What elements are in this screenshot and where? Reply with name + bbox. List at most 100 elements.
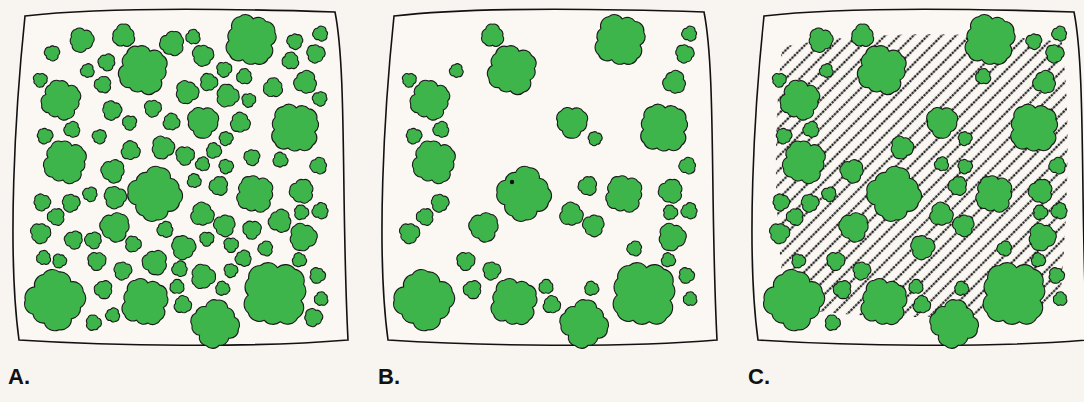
tree-crown — [258, 241, 273, 256]
tree-crown — [307, 45, 326, 63]
tree-crown — [192, 264, 216, 288]
tree-crown — [780, 80, 820, 120]
panel-label: A. — [8, 364, 30, 390]
tree-crown — [217, 84, 239, 107]
tree-crown — [861, 279, 907, 325]
tree-crown — [613, 263, 675, 325]
tree-crown — [1052, 26, 1067, 41]
tree-crown — [47, 209, 64, 226]
tree-crown — [1033, 70, 1056, 93]
tree-crown — [664, 205, 678, 219]
tree-crown — [216, 281, 230, 295]
tree-crown — [606, 176, 642, 212]
tree-crown — [243, 221, 261, 239]
tree-crown — [958, 132, 972, 146]
stump-dot — [510, 180, 514, 184]
tree-crown — [268, 209, 291, 232]
tree-crown — [85, 232, 102, 249]
panel-label: B. — [378, 364, 400, 390]
tree-crown — [1046, 45, 1065, 63]
tree-crown — [819, 64, 833, 78]
tree-crown — [118, 46, 167, 95]
tree-crown — [152, 136, 175, 159]
tree-crown — [176, 147, 195, 165]
tree-crown — [191, 300, 240, 349]
tree-crown — [172, 261, 187, 277]
tree-crown — [34, 194, 51, 211]
tree-crown — [64, 231, 82, 249]
tree-crown — [187, 174, 201, 188]
tree-crown — [200, 232, 214, 246]
tree-crown — [191, 202, 215, 225]
tree-crown — [188, 107, 219, 138]
tree-crown — [88, 253, 106, 271]
tree-crown — [123, 116, 137, 130]
tree-crown — [176, 80, 199, 103]
tree-crown — [682, 26, 697, 41]
tree-crown — [174, 296, 192, 313]
tree-crown — [661, 253, 675, 267]
tree-crown — [62, 194, 80, 212]
tree-crown — [230, 112, 250, 132]
tree-crown — [543, 296, 561, 313]
tree-crown — [209, 177, 228, 196]
tree-crown — [449, 64, 463, 78]
tree-crown — [70, 28, 94, 52]
tree-crown — [201, 73, 218, 90]
tree-crown — [952, 215, 974, 237]
tree-crown — [242, 94, 256, 108]
tree-crown — [809, 28, 833, 52]
tree-crown — [282, 52, 299, 69]
tree-crown — [769, 224, 789, 244]
tree-crown — [1049, 268, 1064, 284]
tree-crown — [857, 46, 906, 95]
tree-crown — [909, 279, 923, 293]
tree-crown — [557, 107, 588, 138]
tree-crown — [213, 215, 235, 237]
tree-crown — [927, 107, 958, 138]
tree-crown — [43, 141, 86, 184]
plot-outline — [752, 9, 1084, 345]
tree-crown — [219, 159, 234, 174]
tree-crown — [676, 45, 695, 63]
tree-crown — [290, 223, 317, 250]
tree-crown — [833, 281, 851, 299]
tree-crown — [683, 292, 696, 306]
tree-crown — [679, 268, 694, 284]
tree-crown — [121, 141, 140, 160]
tree-crown — [224, 238, 239, 252]
tree-crown — [948, 177, 967, 196]
plot-panel — [752, 9, 1084, 348]
tree-crown — [825, 315, 840, 330]
tree-crown — [497, 166, 552, 221]
tree-crown — [244, 150, 260, 166]
tree-crown — [853, 262, 871, 280]
tree-crown — [294, 70, 317, 93]
tree-crown — [457, 253, 475, 271]
tree-crown — [41, 80, 81, 120]
tree-crown — [244, 263, 306, 325]
tree-crown — [588, 132, 602, 146]
tree-crown — [170, 279, 184, 293]
tree-crown — [112, 24, 134, 46]
tree-crown — [773, 194, 790, 211]
tree-crown — [314, 292, 327, 306]
tree-crown — [310, 157, 327, 174]
tree-crown — [764, 270, 825, 331]
tree-crown — [911, 236, 935, 260]
tree-crown — [681, 203, 697, 219]
tree-crown — [273, 152, 288, 167]
tree-crown — [803, 121, 819, 137]
tree-crown — [822, 187, 836, 202]
tree-crown — [560, 300, 609, 349]
tree-crown — [126, 236, 142, 252]
tree-crown — [163, 113, 180, 130]
tree-crown — [292, 253, 306, 267]
tree-crown — [312, 203, 328, 219]
tree-crown — [310, 268, 325, 284]
tree-crown — [965, 15, 1015, 65]
tree-crown — [431, 194, 449, 212]
tree-crown — [913, 296, 931, 313]
tree-crown — [481, 24, 503, 46]
